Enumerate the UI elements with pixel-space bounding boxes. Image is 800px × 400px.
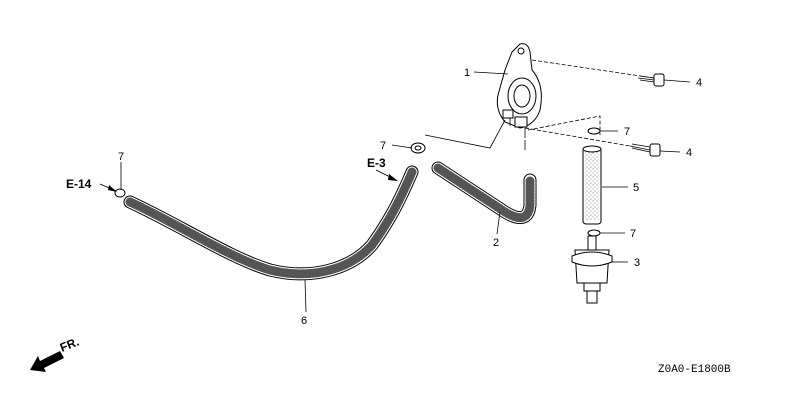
reference-e3: E-3	[367, 156, 386, 170]
flange-bolt-top	[637, 73, 665, 87]
front-direction-arrow	[30, 351, 64, 372]
callout-clip-center: 7	[380, 140, 386, 152]
callout-clip-left: 7	[118, 151, 124, 163]
e14-reference-arrow	[99, 183, 117, 192]
e3-reference-arrow	[375, 169, 398, 181]
callout-pump: 1	[464, 67, 470, 79]
long-fuel-hose	[123, 165, 419, 281]
callout-clip-right-bottom: 7	[630, 228, 636, 240]
callout-short-hose: 2	[493, 237, 499, 249]
hose-clip-left	[114, 188, 126, 198]
reference-e14: E-14	[66, 177, 92, 191]
fuel-pump	[496, 43, 542, 138]
front-direction-label: FR.	[58, 335, 81, 355]
drawing-code: Z0A0-E1800B	[658, 364, 731, 376]
hose-clip-right-bottom	[587, 229, 601, 237]
callout-bolt-top: 4	[696, 77, 702, 89]
hose-clip-center	[410, 142, 426, 154]
callout-long-hose: 6	[301, 315, 307, 327]
fuel-filter	[571, 235, 613, 304]
hose-clip-right-top	[587, 127, 601, 135]
callout-filter: 3	[634, 257, 640, 269]
callout-bolt-mid: 4	[686, 147, 692, 159]
callout-tube: 5	[633, 182, 639, 194]
callout-clip-right-top: 7	[624, 126, 630, 138]
fuel-tube	[582, 145, 602, 225]
short-fuel-hose	[431, 161, 537, 225]
flange-bolt-mid	[629, 143, 661, 157]
